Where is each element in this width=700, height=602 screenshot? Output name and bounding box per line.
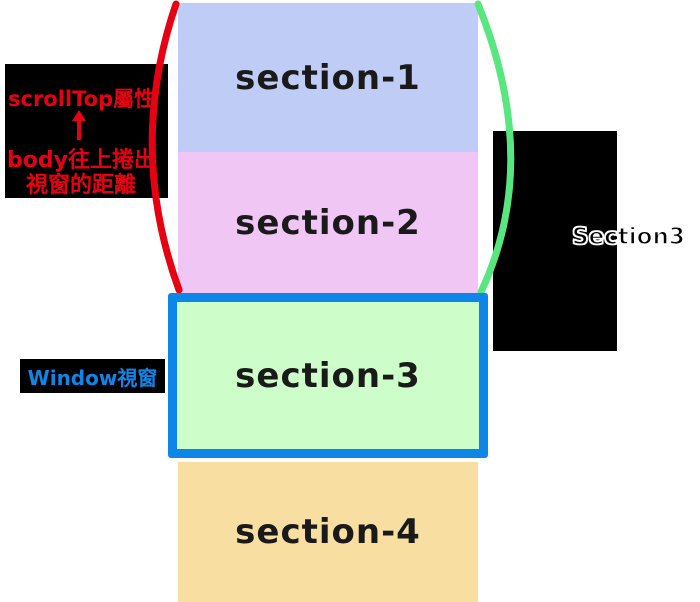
up-arrow-head (72, 110, 86, 121)
section-1-label: section-1 (235, 57, 421, 98)
section-2-label: section-2 (235, 202, 421, 243)
window-viewport-box: section-3 (168, 293, 488, 458)
scrolltop-title: scrollTop屬性 (8, 87, 156, 111)
window-viewport-label: Window視窗 (27, 365, 158, 390)
up-arrow-stem (77, 119, 81, 140)
scrolltop-desc-line2: 視窗的距離 (26, 173, 137, 198)
up-arrow-icon (71, 110, 87, 140)
section-1-block: section-1 (178, 3, 478, 152)
section-4-label: section-4 (235, 512, 421, 552)
section-3-label: section-3 (235, 355, 421, 396)
right-annotation-text: Section3 (571, 223, 685, 251)
window-viewport-label-box: Window視窗 (20, 359, 165, 393)
section-4-block: section-4 (178, 462, 478, 602)
scrolltop-callout-box: scrollTop屬性 body往上捲出 視窗的距離 (5, 64, 168, 198)
section-2-block: section-2 (178, 152, 478, 293)
scrolltop-desc-line1: body往上捲出 (7, 148, 156, 173)
